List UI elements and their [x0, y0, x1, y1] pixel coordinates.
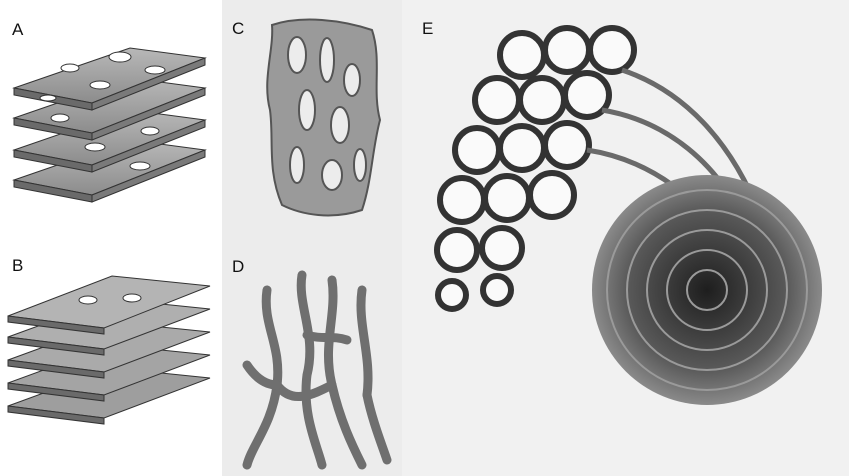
perforated-sheet-stack-illustration	[0, 0, 222, 238]
panel-e: E	[402, 0, 849, 476]
panel-d: D	[222, 245, 402, 476]
panel-c: C	[222, 0, 402, 245]
connected-sheet-stack-illustration	[0, 238, 222, 476]
branching-fiber-network-illustration	[222, 245, 402, 476]
sheet-layer-1	[8, 276, 210, 334]
rolled-spiral	[592, 175, 822, 405]
honeycomb-to-spiral-illustration	[402, 0, 849, 476]
panel-b: B	[0, 238, 222, 476]
panel-a: A	[0, 0, 222, 238]
sponge-network-illustration	[222, 0, 402, 245]
